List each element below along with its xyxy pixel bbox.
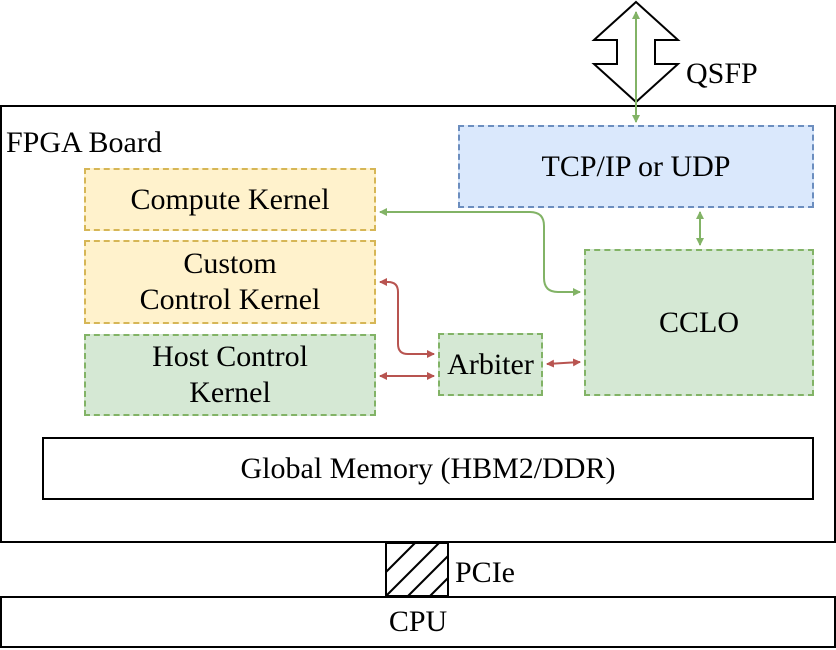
arbiter-block: Arbiter [438, 333, 543, 396]
host-control-kernel-block: Host Control Kernel [84, 334, 376, 416]
qsfp-label: QSFP [686, 57, 758, 90]
qsfp-arrow-icon [591, 0, 681, 104]
compute-kernel-block: Compute Kernel [84, 168, 376, 231]
cclo-block: CCLO [584, 249, 814, 396]
global-memory-block: Global Memory (HBM2/DDR) [42, 437, 814, 500]
host-control-kernel-label: Host Control Kernel [152, 340, 308, 409]
tcp-udp-block: TCP/IP or UDP [458, 125, 814, 208]
fpga-board-label: FPGA Board [6, 126, 162, 159]
pcie-link-icon [385, 542, 449, 597]
pcie-label: PCIe [455, 556, 515, 589]
custom-control-kernel-label: Custom Control Kernel [139, 247, 321, 316]
custom-control-kernel-block: Custom Control Kernel [84, 240, 376, 324]
cpu-block: CPU [0, 596, 836, 648]
